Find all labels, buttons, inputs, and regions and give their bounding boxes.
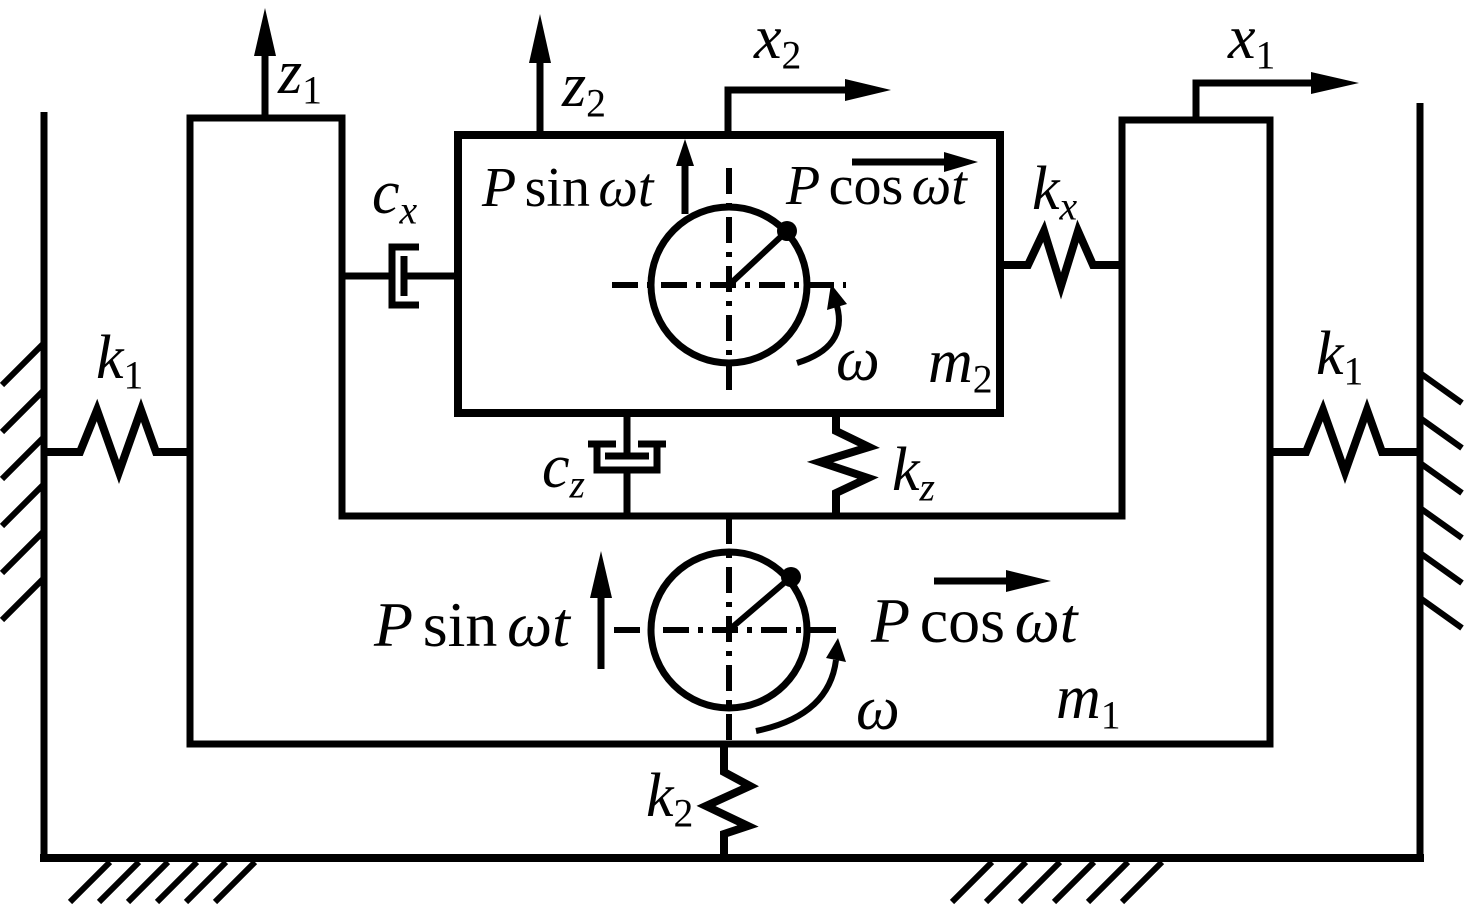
label-z1: z1 <box>278 39 322 113</box>
label-x1: x1 <box>1228 4 1276 78</box>
wall-right-hatch-icon <box>1418 370 1464 631</box>
label-m1: m1 <box>1056 664 1121 738</box>
label-k1-left: k1 <box>96 324 144 398</box>
damper-cz <box>588 413 666 517</box>
mass-m1-outline <box>186 114 1274 748</box>
ground <box>40 854 1424 905</box>
force-arrow-cos-lower <box>934 570 1051 592</box>
spring-kz <box>806 413 880 516</box>
force-arrow-cos-upper <box>852 152 978 172</box>
axis-arrow-x1 <box>1192 72 1359 122</box>
force-arrow-sin-upper <box>676 139 694 214</box>
label-cz: cz <box>542 433 585 507</box>
rotor-upper-crank <box>726 228 790 288</box>
omega-arrow-lower <box>755 638 846 734</box>
wall-right <box>1416 103 1464 861</box>
label-x2: x2 <box>754 4 802 78</box>
label-omega-upper: ω <box>836 326 880 394</box>
rotor-lower <box>590 518 1051 742</box>
label-kx: kx <box>1032 155 1078 229</box>
rotor-lower-unbalance-mass <box>781 567 801 587</box>
rotor-upper-unbalance-mass <box>777 221 797 241</box>
rotor-lower-crank <box>727 574 793 633</box>
axis-arrow-z2 <box>529 14 551 138</box>
spring-k1-right <box>1270 398 1420 484</box>
label-cx: cx <box>372 159 418 233</box>
label-m2: m2 <box>928 328 993 402</box>
ground-hatch-left-icon <box>67 859 258 905</box>
ground-hatch-right-icon <box>949 859 1165 905</box>
rotor-upper <box>612 139 978 394</box>
spring-k1-left <box>44 398 190 484</box>
omega-arrow-upper <box>796 284 847 366</box>
damper-cx <box>342 243 458 309</box>
axis-arrow-z1 <box>254 8 276 121</box>
wall-left <box>0 112 48 861</box>
label-k2: k2 <box>646 762 694 836</box>
label-k1-right: k1 <box>1316 320 1364 394</box>
wall-left-hatch-icon <box>0 340 47 623</box>
label-omega-lower: ω <box>856 675 900 743</box>
label-kz: kz <box>892 436 935 510</box>
force-arrow-sin-lower <box>590 551 612 669</box>
spring-kx <box>1000 219 1122 300</box>
spring-k2 <box>696 744 759 858</box>
label-z2: z2 <box>562 52 606 126</box>
axis-arrow-x2 <box>724 79 891 138</box>
